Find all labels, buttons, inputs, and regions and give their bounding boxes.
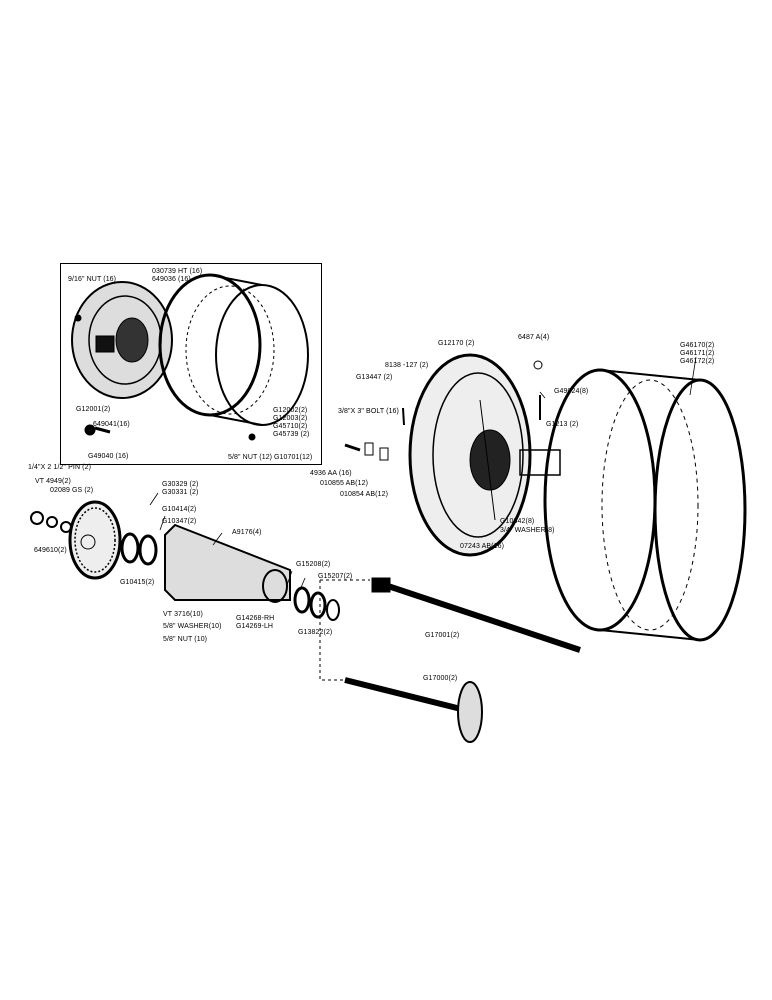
label-washer-34: 3/4" WASHER(8) [500,527,555,534]
label-part-8138: 8138 -127 (2) [385,362,429,369]
label-pin: 1/4"X 2 1/2" PIN (2) [28,464,91,471]
label-part-610842: G10842(8) [500,518,535,525]
label-nut-58b: 5/8" NUT (10) [163,636,208,643]
label-part-646171: G46171(2) [680,350,715,357]
label-part-649040: G49040 (16) [88,453,129,460]
label-part-vt3716: VT 3716(10) [163,611,203,618]
label-bolt-38x3: 3/8"X 3" BOLT (16) [338,408,399,415]
label-part-610347: G10347(2) [162,518,197,525]
label-part-61213: G1213 (2) [546,421,579,428]
inset-hub-assembly [71,273,309,441]
label-part-649024: G49024(8) [554,388,589,395]
label-nut-916: 9/16" NUT (16) [68,276,117,283]
label-part-612003: G12003(2) [273,415,308,422]
label-part-615208: G15208(2) [296,561,331,568]
label-part-615207: G15207(2) [318,573,353,580]
label-part-645739: G45739 (2) [273,431,310,438]
label-part-645710: G45710(2) [273,423,308,430]
label-part-646172: G46172(2) [680,358,715,365]
label-part-4936: 4936 AA (16) [310,470,352,477]
label-part-610701: G10701(12) [274,454,313,461]
label-part-617001: G17001(2) [425,632,460,639]
label-part-649036: 649036 (16) [152,276,191,283]
inset-frame [60,263,322,465]
label-nut-58: 5/8" NUT (12) [228,454,273,461]
label-part-a9176: A9176(4) [232,529,262,536]
label-part-6487: 6487 A(4) [518,334,550,341]
label-part-630329: G30329 (2) [162,481,199,488]
label-part-612001: G12001(2) [76,406,111,413]
label-washer-58: 5/8" WASHER(10) [163,623,222,630]
label-part-vt4949: VT 4949(2) [35,478,71,485]
label-part-646170: G46170(2) [680,342,715,349]
label-part-649610: 649610(2) [34,547,67,554]
label-part-010855: 010855 AB(12) [320,480,369,487]
label-part-612002: G12002(2) [273,407,308,414]
label-part-614268: G14268-RH [236,615,275,622]
label-part-610414: G10414(2) [162,506,197,513]
label-part-612170: G12170 (2) [438,340,475,347]
label-part-613822: G13822(2) [298,629,333,636]
label-part-614269: G14269-LH [236,623,274,630]
label-bolt-030739: 030739 HT (16) [152,268,203,275]
label-part-649041: 649041(16) [93,421,130,428]
label-part-617000: G17000(2) [423,675,458,682]
label-part-010854: 010854 AB(12) [340,491,389,498]
axle-housing-assembly [30,500,581,743]
label-part-610415: G10415(2) [120,579,155,586]
tire-rim [543,368,747,642]
label-part-613447: G13447 (2) [356,374,393,381]
label-part-630331: G30331 (2) [162,489,199,496]
leader-lines [149,356,697,591]
label-part-07243: 07243 AB(16) [460,543,505,550]
center-disc-assembly [344,353,561,557]
label-part-02089: 02089 GS (2) [50,487,94,494]
